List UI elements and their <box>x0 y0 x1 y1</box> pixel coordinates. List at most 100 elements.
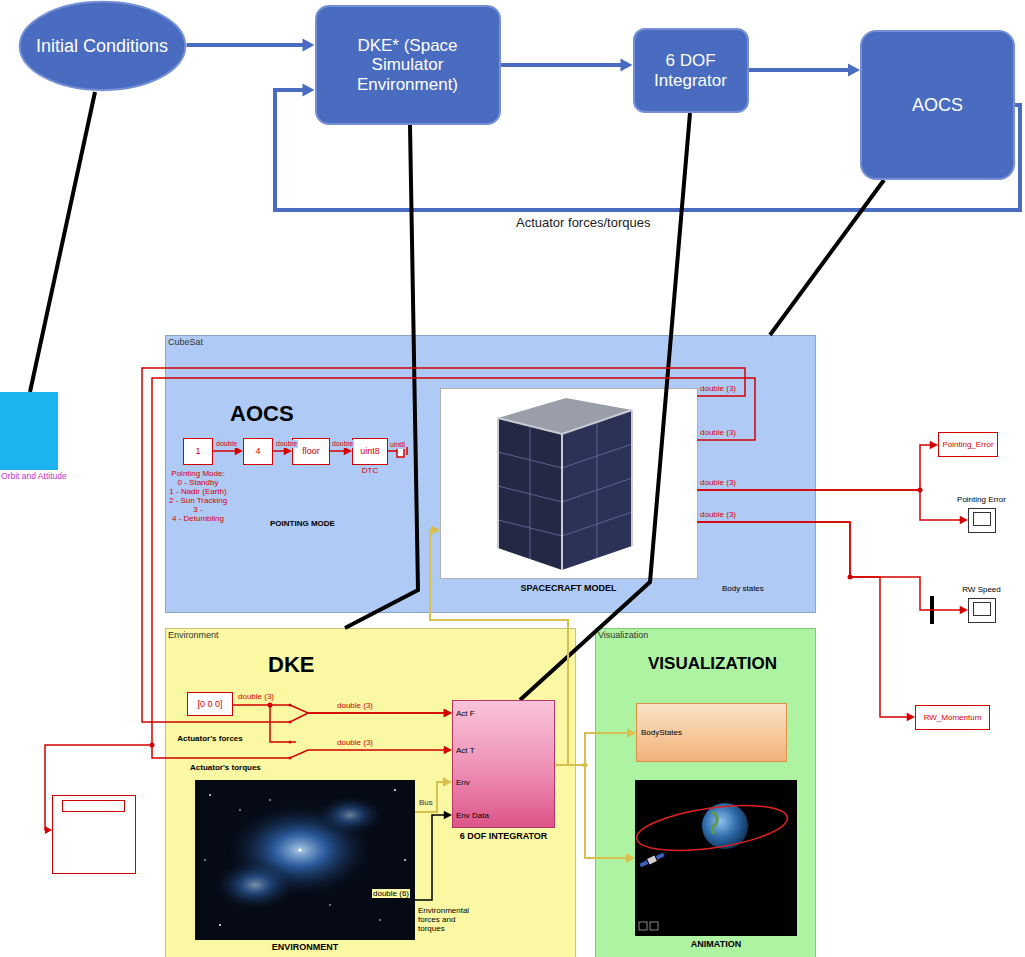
connector-label: double (3) <box>237 692 275 701</box>
arrow-head <box>960 606 968 615</box>
annotation-label: Pointing Mode: <box>171 469 224 478</box>
annotation-label: 3 - <box>193 505 202 514</box>
goto-block: RW_Momentum <box>915 705 990 730</box>
connector-line <box>213 450 237 452</box>
annotation-label: double (3) <box>336 738 374 747</box>
annotation-label: 1 - Nadir (Earth) <box>169 487 226 496</box>
scope-block: RW Speed <box>968 598 995 622</box>
connector-line <box>30 92 95 392</box>
scope-block: Pointing Error <box>968 508 995 532</box>
connector-line <box>555 733 630 765</box>
node-text: 4 <box>255 446 260 456</box>
environment-block: ENVIRONMENT <box>195 780 415 940</box>
annotation-label: uint8 <box>389 441 406 449</box>
node-text: Env <box>456 778 470 787</box>
leader-line <box>345 125 418 628</box>
node-text: CubeSat <box>168 337 203 347</box>
connector-line <box>697 522 962 610</box>
spacecraft-model: SPACECRAFT MODEL <box>440 388 697 578</box>
connector-line <box>345 125 418 628</box>
connector-label: double (6) <box>372 889 410 898</box>
node-text: Pointing_Error <box>942 440 993 449</box>
arrow-head <box>930 441 938 450</box>
node-text: RW_Momentum <box>924 713 982 722</box>
display-symbol <box>45 745 152 874</box>
subsystem-block: Orbit and Attitude <box>0 392 58 470</box>
environment-panel <box>166 629 576 957</box>
node-text: uint8 <box>360 446 380 456</box>
annotation-label: 2 - Sun Tracking <box>169 496 227 505</box>
connector-line <box>415 782 446 812</box>
arrow-head <box>626 853 635 863</box>
ellipse-shape <box>19 2 185 90</box>
node-text: Visualization <box>598 630 648 640</box>
arrow-head <box>444 709 452 718</box>
arrow-head <box>443 777 452 787</box>
node-text: Pointing Error <box>957 495 1006 504</box>
connector-label: double (3) <box>699 428 737 437</box>
arrow-head <box>444 811 452 820</box>
connector-label: double (3) <box>699 478 737 487</box>
arrow-head <box>303 38 315 51</box>
arrow-head <box>303 83 315 96</box>
connector-label: double (3) <box>699 510 737 519</box>
connector-label: double (3) <box>699 384 737 393</box>
start-ellipse: Initial Conditions <box>18 0 187 92</box>
annotation-label: Body states <box>722 584 764 593</box>
leader-line <box>30 92 95 392</box>
node-text: RW Speed <box>962 585 1001 594</box>
arrow-head <box>444 709 452 718</box>
node-text: DKE <box>268 652 314 677</box>
process-box: DKE* (Space Simulator Environment) <box>315 5 501 125</box>
connector-label: double <box>331 440 354 448</box>
process-box: AOCS <box>860 30 1015 180</box>
connector-line <box>501 63 625 67</box>
region-panel: CubeSatAOCS14flooruint8DTCSPACECRAFT MOD… <box>165 335 815 612</box>
annotation-label: Environmental forces and torques <box>418 906 476 934</box>
bus-wire <box>555 728 636 765</box>
goto-block: Pointing_Error <box>938 432 998 457</box>
arrow-head <box>621 58 633 71</box>
visualization-panel <box>596 629 816 957</box>
connector-line <box>697 522 909 717</box>
node-text: Act T <box>456 746 475 755</box>
convert-block: uint8DTC <box>352 438 388 465</box>
node-text: Orbit and Attitude <box>1 472 67 482</box>
signal-wire <box>697 522 915 721</box>
flow-arrow <box>749 63 861 76</box>
leader-line <box>520 113 690 700</box>
node-text: Initial Conditions <box>36 36 168 57</box>
node-text: 6 DOF Integrator <box>643 51 739 90</box>
arrow-head <box>431 525 440 535</box>
node-text: 6 DOF INTEGRATOR <box>460 831 548 841</box>
connector-label: Bus <box>418 798 434 807</box>
node-text: DKE* (Space Simulator Environment) <box>327 36 489 95</box>
annotation-label: Actuator's torques <box>190 763 261 772</box>
constant-block: 1 <box>183 438 213 465</box>
connector-line <box>555 765 629 858</box>
connector-line <box>770 180 884 335</box>
connector-label: Actuator forces/torques <box>515 216 651 231</box>
arrow-head <box>627 728 636 738</box>
node-text: Act F <box>456 709 475 718</box>
leader-line <box>770 180 884 335</box>
node-text: Actuator's forces <box>177 734 242 743</box>
node-text: BodyStates <box>641 728 682 737</box>
node-text: Env Data <box>456 811 489 820</box>
annotation-label: double (3) <box>336 701 374 710</box>
region-panel: EnvironmentDKE[0 0 0]Actuator's forcesAc… <box>165 628 575 957</box>
signal-wire <box>415 811 452 900</box>
annotation-label: 0 - Standby <box>178 478 219 487</box>
scope-symbol <box>969 509 996 623</box>
region-panel: VisualizationVISUALIZATIONBodyStatesANIM… <box>595 628 815 957</box>
annotation-label: POINTING MODE <box>270 519 335 528</box>
flow-arrow <box>501 58 633 71</box>
node-text: [0 0 0] <box>197 699 222 709</box>
node-text: floor <box>302 446 320 456</box>
node-text: AOCS <box>912 95 963 116</box>
connector-line <box>697 445 932 490</box>
connector-label: double <box>275 440 298 448</box>
wire-detail <box>270 445 407 742</box>
connector-line <box>520 113 690 700</box>
